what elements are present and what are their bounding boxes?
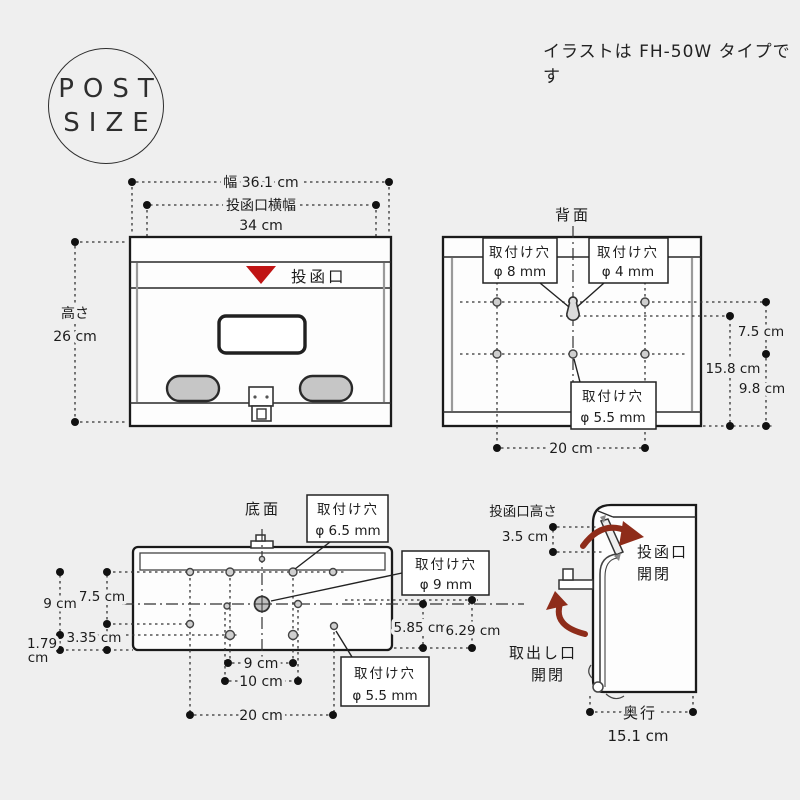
bottom-dim-10: 10 cm — [239, 674, 283, 690]
svg-text:φ 6.5 mm: φ 6.5 mm — [315, 523, 380, 539]
keyhole-mount-hole — [565, 296, 581, 321]
flap-pivot-top — [600, 515, 606, 523]
bottom-view-title: 底面 — [245, 500, 281, 518]
svg-text:取付け穴: 取付け穴 — [489, 245, 551, 261]
takeout-label-2: 開閉 — [531, 666, 565, 684]
back-dim-7-5: 7.5 cm — [738, 324, 784, 340]
front-slot-label: 投函口 — [291, 268, 347, 286]
logo-line-2: SIZE — [63, 108, 158, 138]
bottom-left-dimensions: 9 cm 7.5 cm 1.79 cm 3.35 cm — [23, 568, 129, 670]
bottom-dim-6-29: 6.29 cm — [446, 623, 501, 639]
callout-hole-5-5mm-back: 取付け穴 φ 5.5 mm — [570, 358, 657, 430]
logo-line-1: POST — [58, 73, 163, 104]
slot-open-label-1: 投函口 — [637, 543, 688, 561]
side-latch — [558, 568, 594, 590]
bottom-dim-1-79-a: 1.79 — [27, 636, 57, 652]
bottom-dim-9v: 9 cm — [43, 596, 76, 612]
slot-height-label: 投函口高さ — [489, 503, 557, 520]
front-width-dimension: 幅 36.1 cm — [128, 172, 393, 235]
bottom-mounting-holes — [185, 555, 339, 641]
takeout-open-arrow-icon — [546, 591, 588, 637]
side-view: 投函口高さ 3.5 cm 投函口 開閉 取出し口 開閉 — [486, 500, 698, 745]
svg-text:取付け穴: 取付け穴 — [317, 502, 379, 518]
front-height-value: 26 cm — [53, 329, 97, 345]
bottom-dim-5-85: 5.85 cm — [394, 620, 449, 636]
slot-open-arrow-icon — [580, 521, 644, 549]
back-dim-15-8: 15.8 cm — [706, 361, 761, 377]
callout-hole-9mm: 取付け穴 φ 9 mm — [270, 550, 490, 602]
front-height-label: 高さ — [61, 305, 89, 322]
depth-label: 奥行 — [623, 704, 657, 722]
front-width-label: 幅 36.1 cm — [223, 175, 298, 191]
back-bottom-dimension: 20 cm — [493, 438, 649, 461]
front-slot-width-value: 34 cm — [239, 218, 283, 234]
slot-direction-triangle-icon — [246, 266, 276, 284]
bottom-dim-3-35: 3.35 cm — [67, 630, 122, 646]
back-dim-9-8: 9.8 cm — [739, 381, 785, 397]
svg-text:取付け穴: 取付け穴 — [597, 245, 659, 261]
bottom-bottom-dimensions: 9 cm 10 cm 20 cm — [186, 653, 337, 728]
bottom-right-dimensions: 5.85 cm 6.29 cm — [390, 596, 504, 652]
front-handle-right — [298, 374, 354, 403]
svg-text:φ 9 mm: φ 9 mm — [420, 577, 472, 593]
slot-height-value: 3.5 cm — [502, 529, 548, 545]
callout-hole-4mm: 取付け穴 φ 4 mm — [576, 237, 669, 308]
bottom-dim-9h: 9 cm — [244, 656, 279, 672]
depth-value: 15.1 cm — [607, 727, 668, 745]
slot-open-label-2: 開閉 — [637, 565, 671, 583]
takeout-label-1: 取出し口 — [509, 644, 577, 662]
bottom-dim-20: 20 cm — [239, 708, 283, 724]
front-slot-width-label: 投函口横幅 — [226, 198, 296, 214]
callout-hole-8mm: 取付け穴 φ 8 mm — [482, 237, 570, 308]
back-mounting-holes — [492, 296, 650, 359]
nameplate-window — [217, 314, 307, 355]
svg-text:取付け穴: 取付け穴 — [582, 389, 644, 405]
side-slot-height-dimension: 投函口高さ 3.5 cm — [486, 500, 602, 556]
svg-text:φ 4 mm: φ 4 mm — [602, 264, 654, 280]
flap-pivot-bottom — [614, 553, 621, 561]
takeout-door-panel — [588, 553, 625, 700]
back-dim-20: 20 cm — [549, 441, 593, 457]
bottom-view: 底面 — [23, 494, 524, 728]
post-size-logo: POST SIZE — [48, 48, 164, 164]
callout-hole-6-5mm: 取付け穴 φ 6.5 mm — [294, 494, 389, 570]
back-view-title: 背面 — [555, 206, 591, 224]
callout-hole-5-5mm-bottom: 取付け穴 φ 5.5 mm — [335, 630, 430, 707]
front-latch — [248, 386, 274, 422]
bottom-dim-1-79-b: cm — [28, 650, 49, 666]
front-view: 幅 36.1 cm 投函口横幅 34 cm 高さ 26 cm — [50, 172, 393, 428]
back-view: 背面 — [441, 206, 789, 461]
svg-text:φ 5.5 mm: φ 5.5 mm — [580, 410, 645, 426]
model-type-note: イラストは FH-50W タイプです — [543, 42, 791, 87]
front-height-dimension: 高さ 26 cm — [50, 238, 128, 426]
svg-text:φ 8 mm: φ 8 mm — [494, 264, 546, 280]
front-slot-width-dimension: 投函口横幅 34 cm — [143, 195, 380, 286]
front-handle-left — [165, 374, 221, 403]
svg-text:取付け穴: 取付け穴 — [415, 557, 477, 573]
svg-text:取付け穴: 取付け穴 — [354, 666, 416, 682]
back-right-dimensions: 7.5 cm 15.8 cm 9.8 cm — [702, 298, 789, 430]
svg-text:φ 5.5 mm: φ 5.5 mm — [352, 688, 417, 704]
bottom-dim-7-5: 7.5 cm — [79, 589, 125, 605]
side-depth-dimension: 奥行 15.1 cm — [586, 696, 697, 745]
